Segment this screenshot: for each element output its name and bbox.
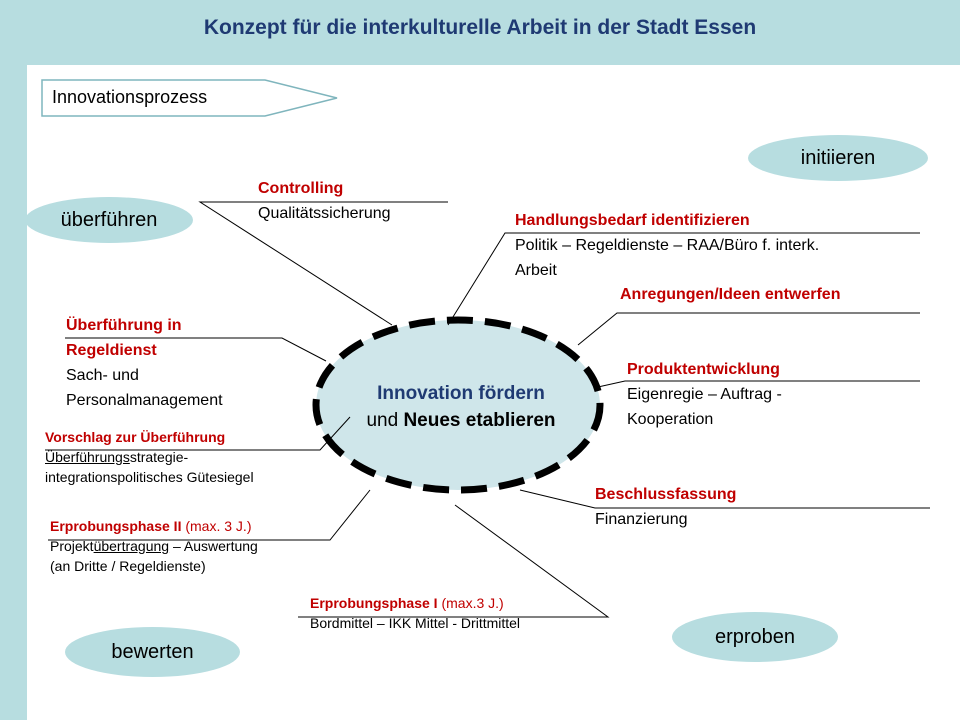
innovation-banner-label: Innovationsprozess <box>52 87 208 107</box>
item-phase1: Erprobungsphase I (max.3 J.) Bordmittel … <box>310 595 521 631</box>
item-beschluss: Beschlussfassung Finanzierung <box>595 486 737 528</box>
item-ueberfuehrung: Überführung in Regeldienst Sach- und Per… <box>66 317 223 409</box>
phase-erproben: erproben <box>672 612 838 662</box>
line-ueberfuehrung <box>65 337 327 362</box>
line-beschluss <box>519 489 930 509</box>
phase-bewerten: bewerten <box>65 627 240 677</box>
phase-initiieren: initiieren <box>748 135 928 181</box>
line-anregungen <box>577 312 920 346</box>
center-line1: Innovation fördern <box>377 383 545 404</box>
line-vorschlag <box>45 416 351 451</box>
center-line2: und Neues etablieren <box>366 410 556 431</box>
line-phase2 <box>48 489 371 541</box>
line-controlling <box>198 201 448 326</box>
line-produkt <box>597 380 920 388</box>
center-label: Innovation fördern und Neues etablieren <box>320 380 602 434</box>
header-bar <box>0 0 960 65</box>
item-vorschlag: Vorschlag zur Überführung Überführungsst… <box>45 429 254 485</box>
left-accent-bar <box>0 65 27 720</box>
item-phase2: Erprobungsphase II (max. 3 J.) Projektüb… <box>50 518 258 574</box>
item-anregungen: Anregungen/Ideen entwerfen <box>620 286 841 303</box>
line-phase1 <box>298 504 610 618</box>
center-line2-bold: Neues etablieren <box>403 410 556 431</box>
item-controlling: Controlling Qualitätssicherung <box>258 180 391 222</box>
item-handlungsbedarf: Handlungsbedarf identifizieren Politik –… <box>515 212 820 279</box>
item-produkt: Produktentwicklung Eigenregie – Auftrag … <box>627 361 782 428</box>
page-title: Konzept für die interkulturelle Arbeit i… <box>203 16 757 39</box>
center-ellipse <box>312 316 604 494</box>
phase-ueberfuehren: überführen <box>25 197 193 243</box>
line-handlungsbedarf <box>447 232 920 326</box>
banner-arrow <box>41 79 338 117</box>
